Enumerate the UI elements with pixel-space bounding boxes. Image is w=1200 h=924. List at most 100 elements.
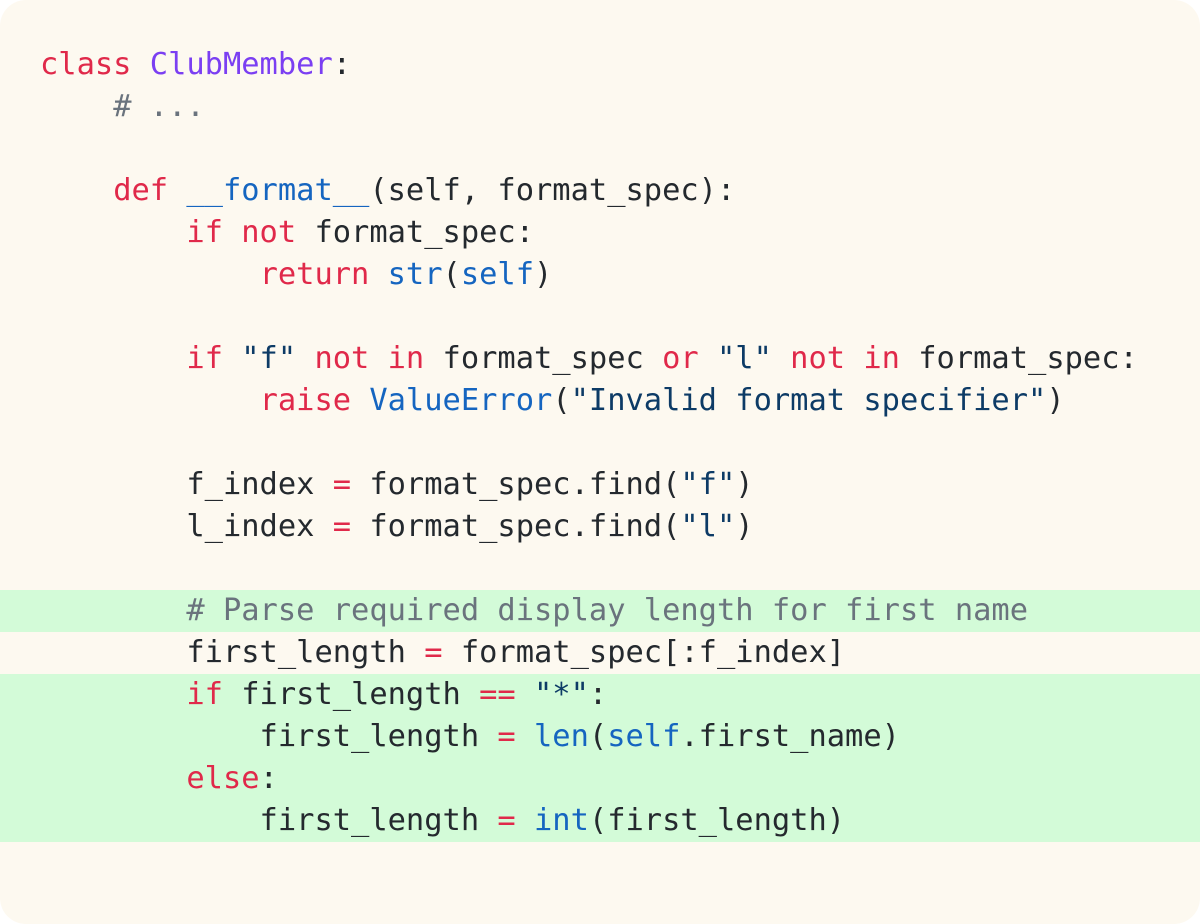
code-token-str: "l" xyxy=(716,341,772,376)
code-token-kw: or xyxy=(662,341,699,376)
code-token-kw: else xyxy=(186,761,260,796)
code-token-str: "f" xyxy=(680,467,736,502)
code-token-op: = xyxy=(332,467,352,502)
code-token-bi: len xyxy=(534,719,589,754)
code-line: if not format_spec: xyxy=(0,212,1200,254)
code-token-pl xyxy=(40,257,260,292)
code-token-pl: : xyxy=(332,47,352,82)
code-token-kw: class xyxy=(40,47,132,82)
code-line xyxy=(0,296,1200,338)
code-token-str: "Invalid format specifier" xyxy=(570,383,1047,418)
code-token-bi: ValueError xyxy=(369,383,553,418)
code-token-pl xyxy=(40,215,186,250)
code-token-pl: format_spec.find( xyxy=(351,509,681,544)
code-token-pl: (self, format_spec): xyxy=(369,173,736,208)
code-line: first_length = format_spec[:f_index] xyxy=(0,632,1200,674)
code-line xyxy=(0,548,1200,590)
code-token-kw: if xyxy=(186,677,223,712)
code-token-pl: first_length xyxy=(40,635,425,670)
code-token-pl xyxy=(168,173,186,208)
code-line: class ClubMember: xyxy=(0,44,1200,86)
code-token-str: "f" xyxy=(241,341,297,376)
code-line: # Parse required display length for firs… xyxy=(0,590,1200,632)
code-token-pl xyxy=(845,341,863,376)
code-token-pl xyxy=(516,677,534,712)
code-token-pl: ) xyxy=(1046,383,1065,418)
code-token-pl: first_length xyxy=(40,803,498,838)
code-token-pl xyxy=(40,173,113,208)
code-line: f_index = format_spec.find("f") xyxy=(0,464,1200,506)
code-token-str: "*" xyxy=(534,677,589,712)
code-token-pl: .first_name) xyxy=(680,719,900,754)
code-token-pl: f_index xyxy=(40,467,333,502)
code-token-pl: first_length) xyxy=(607,803,846,838)
code-token-pl: l_index xyxy=(40,509,333,544)
code-token-pl xyxy=(131,47,149,82)
code-token-str: "l" xyxy=(680,509,736,544)
code-token-pl xyxy=(296,341,314,376)
code-token-bi: int xyxy=(534,803,589,838)
code-token-pl: ) xyxy=(735,509,754,544)
code-token-kw: in xyxy=(387,341,425,376)
code-line: return str(self) xyxy=(0,254,1200,296)
code-token-pl: ) xyxy=(735,467,754,502)
code-token-kw: not xyxy=(790,341,846,376)
code-token-pl: ( xyxy=(588,803,608,838)
code-token-pl xyxy=(40,677,186,712)
code-token-pl xyxy=(369,341,387,376)
code-token-kw: in xyxy=(863,341,900,376)
code-token-kw: if xyxy=(186,215,223,250)
code-token-pl xyxy=(40,341,186,376)
code-line: first_length = len(self.first_name) xyxy=(0,716,1200,758)
code-token-op: = xyxy=(332,509,352,544)
code-line: else: xyxy=(0,758,1200,800)
code-token-pl: format_spec[:f_index] xyxy=(442,635,846,670)
code-token-pl: ( xyxy=(442,257,461,292)
code-token-pl xyxy=(351,383,369,418)
code-line xyxy=(0,128,1200,170)
code-token-pl xyxy=(40,89,113,124)
code-token-pl: first_length xyxy=(222,677,480,712)
code-block[interactable]: class ClubMember: # ... def __format__(s… xyxy=(0,0,1200,842)
code-token-pl xyxy=(516,803,534,838)
code-token-pl xyxy=(516,719,534,754)
code-token-pl xyxy=(40,593,186,628)
code-token-pl xyxy=(772,341,790,376)
code-token-kw: not xyxy=(314,341,370,376)
code-token-kw: raise xyxy=(259,383,352,418)
code-token-pl xyxy=(223,341,241,376)
code-token-pl: format_spec: xyxy=(899,341,1138,376)
code-token-op: = xyxy=(497,803,516,838)
code-token-bi: self xyxy=(607,719,681,754)
code-token-pl: ( xyxy=(588,719,608,754)
code-token-pl: ) xyxy=(534,257,553,292)
code-line: raise ValueError("Invalid format specifi… xyxy=(0,380,1200,422)
code-token-pl xyxy=(699,341,717,376)
code-token-cmt: # ... xyxy=(113,89,205,124)
code-token-pl xyxy=(223,215,241,250)
code-token-pl: ( xyxy=(552,383,571,418)
code-line: l_index = format_spec.find("l") xyxy=(0,506,1200,548)
code-token-op: = xyxy=(424,635,443,670)
code-token-pl xyxy=(40,383,260,418)
code-token-pl: : xyxy=(259,761,278,796)
code-token-bi: str xyxy=(387,257,443,292)
code-token-cmt: # Parse required display length for firs… xyxy=(186,593,1029,628)
code-token-bi: self xyxy=(460,257,535,292)
code-token-pl: : xyxy=(588,677,608,712)
code-line: first_length = int(first_length) xyxy=(0,800,1200,842)
code-token-kw: if xyxy=(186,341,223,376)
code-line: if "f" not in format_spec or "l" not in … xyxy=(0,338,1200,380)
code-line: # ... xyxy=(0,86,1200,128)
code-token-fn: __format__ xyxy=(186,173,370,208)
code-line: def __format__(self, format_spec): xyxy=(0,170,1200,212)
code-line xyxy=(0,422,1200,464)
code-token-pl xyxy=(369,257,387,292)
code-token-kw: not xyxy=(241,215,297,250)
code-line: if first_length == "*": xyxy=(0,674,1200,716)
code-token-pl: format_spec: xyxy=(296,215,535,250)
code-token-op: = xyxy=(497,719,516,754)
code-token-pl xyxy=(40,761,186,796)
code-token-pl: first_length xyxy=(40,719,498,754)
